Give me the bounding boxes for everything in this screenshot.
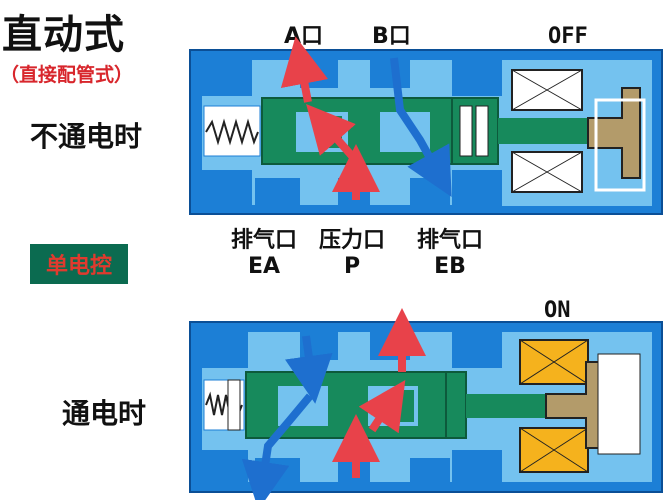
valve-off-body bbox=[189, 49, 663, 215]
port-b-label: B口 bbox=[372, 24, 411, 49]
port-eb-label: 排气口 EB bbox=[408, 222, 492, 279]
coil-off-icon bbox=[511, 69, 583, 193]
port-p-name: 压力口 bbox=[318, 228, 385, 253]
spring-icon bbox=[205, 118, 259, 146]
control-type-badge: 单电控 bbox=[30, 244, 128, 284]
port-ea-code: EA bbox=[247, 254, 281, 279]
port-eb-code: EB bbox=[434, 254, 466, 279]
mode-on-label: ON bbox=[544, 298, 571, 323]
port-a-label: A口 bbox=[284, 24, 324, 49]
plunger-on-icon bbox=[545, 361, 601, 449]
port-ea-name: 排气口 bbox=[230, 228, 297, 253]
coil-on-icon bbox=[519, 339, 589, 473]
spring-compressed-icon bbox=[205, 391, 243, 419]
state-off-label: 不通电时 bbox=[30, 120, 143, 153]
arrow-a-exhaust-icon bbox=[284, 335, 333, 404]
valve-on-body bbox=[189, 321, 663, 493]
valve-on-cavity bbox=[202, 332, 502, 482]
spool-on bbox=[245, 371, 447, 439]
valve-on bbox=[189, 308, 663, 500]
valve-off bbox=[189, 36, 663, 215]
arrow-b-exhaust-icon bbox=[390, 57, 452, 197]
arrow-supply-to-a-icon bbox=[280, 36, 329, 103]
port-eb-name: 排气口 bbox=[416, 228, 483, 253]
diagram-title: 直动式 bbox=[2, 12, 125, 58]
port-ea-label: 排气口 EA bbox=[222, 222, 306, 279]
spool-off bbox=[261, 97, 453, 165]
diagram-subtitle: （直接配管式） bbox=[0, 64, 134, 86]
state-on-label: 通电时 bbox=[62, 397, 147, 430]
port-p-code: P bbox=[343, 254, 361, 279]
port-p-label: 压力口 P bbox=[310, 222, 394, 279]
mode-off-label: OFF bbox=[548, 24, 588, 49]
plunger-off-icon bbox=[587, 87, 641, 179]
valve-off-cavity bbox=[202, 60, 502, 205]
